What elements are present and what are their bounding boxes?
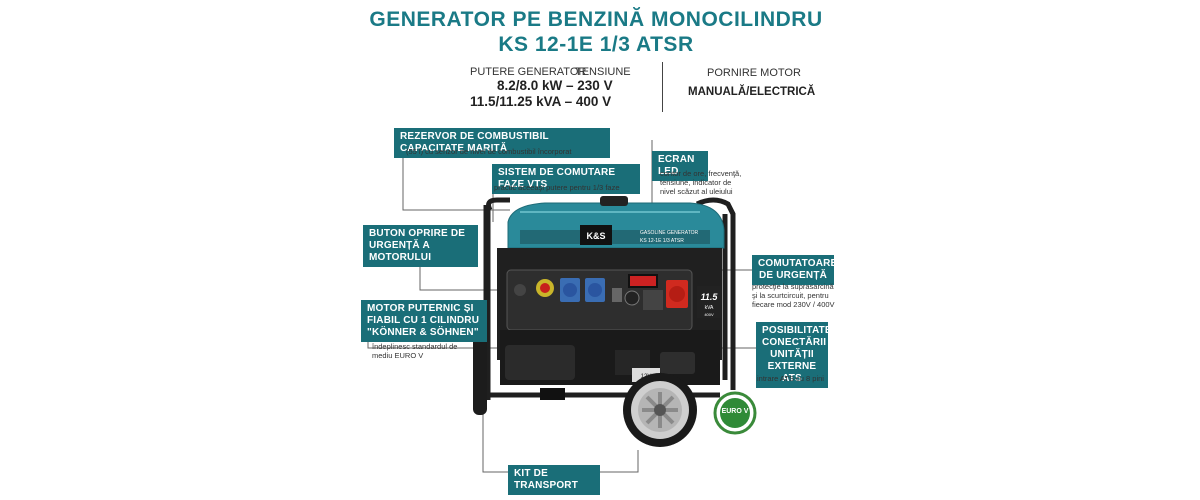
breakers <box>643 290 663 310</box>
voltage-label: TENSIUNE <box>575 66 631 78</box>
power-label: PUTERE GENERATOR <box>470 66 587 78</box>
callout-breakers: COMUTATOARE DE URGENȚĂ <box>752 255 837 285</box>
callout-emergency-stop: BUTON OPRIRE DE URGENȚĂ A MOTORULUI <box>363 225 478 267</box>
foot <box>540 388 565 400</box>
rating-value: 11.5 <box>701 292 719 302</box>
rating-unit: kVA <box>705 305 714 311</box>
callout-fuel-tank: REZERVOR DE COMBUSTIBIL CAPACITATE MARIT… <box>394 128 610 158</box>
start-value: MANUALĂ/ELECTRICĂ <box>688 86 816 98</box>
start-label: PORNIRE MOTOR <box>707 67 801 79</box>
emergency-stop <box>514 284 526 296</box>
callout-led-screen-desc: contor de ore, frecvenţă, tensiune, indi… <box>660 169 742 196</box>
rating-voltage: 400V <box>704 312 714 317</box>
callout-vts-desc: practic aceeaşi putere pentru 1/3 faze <box>494 183 620 192</box>
stop-button <box>540 283 550 293</box>
callout-ats-desc: intrare ATS cu 8 pini <box>757 374 824 383</box>
callout-engine-desc: îndeplinesc standardul de mediu EURO V <box>372 342 458 360</box>
spec-row-1: 8.2/8.0 kW – 230 V <box>497 78 613 93</box>
model-title: KS 12-1E 1/3 ATSR <box>498 33 694 56</box>
callout-led-screen: ECRAN LED <box>652 151 708 181</box>
panel-text-2: KS 12-1E 1/3 ATSR <box>640 238 684 244</box>
callout-ats: POSIBILITATEA CONECTĂRII UNITĂȚII EXTERN… <box>756 322 839 388</box>
panel-text-1: GASOLINE GENERATOR <box>640 230 699 236</box>
callout-vts: SISTEM DE COMUTARE FAZE VTS <box>492 164 640 194</box>
callout-fuel-tank-desc: (55 l) cu senzor de nivel de combustibil… <box>406 147 572 156</box>
euro-badge-text: EURO V <box>722 408 749 415</box>
callout-transport: KIT DE TRANSPORT <box>508 465 600 495</box>
callout-breakers-desc: protecţie la suprasarcină şi la scurtcir… <box>752 282 835 309</box>
spec-row-2: 11.5/11.25 kVA – 400 V <box>470 94 612 109</box>
brand-logo: K&S <box>586 231 605 241</box>
fuel-cap <box>600 196 628 206</box>
engine: 12V <box>500 330 720 385</box>
rating-badge: 11.5 kVA 400V <box>697 286 721 318</box>
euro-badge: EURO V <box>713 391 757 435</box>
brand-plate <box>580 225 612 245</box>
control-panel <box>506 269 693 331</box>
phase-switch <box>624 290 640 306</box>
page-title: GENERATOR PE BENZINĂ MONOCILINDRU <box>369 8 823 31</box>
transport-wheel <box>623 373 697 447</box>
callout-engine: MOTOR PUTERNIC ȘI FIABIL CU 1 CILINDRU "… <box>361 300 487 342</box>
spec-divider <box>662 62 663 112</box>
fuel-tank: K&S GASOLINE GENERATOR KS 12-1E 1/3 ATSR <box>507 196 725 249</box>
